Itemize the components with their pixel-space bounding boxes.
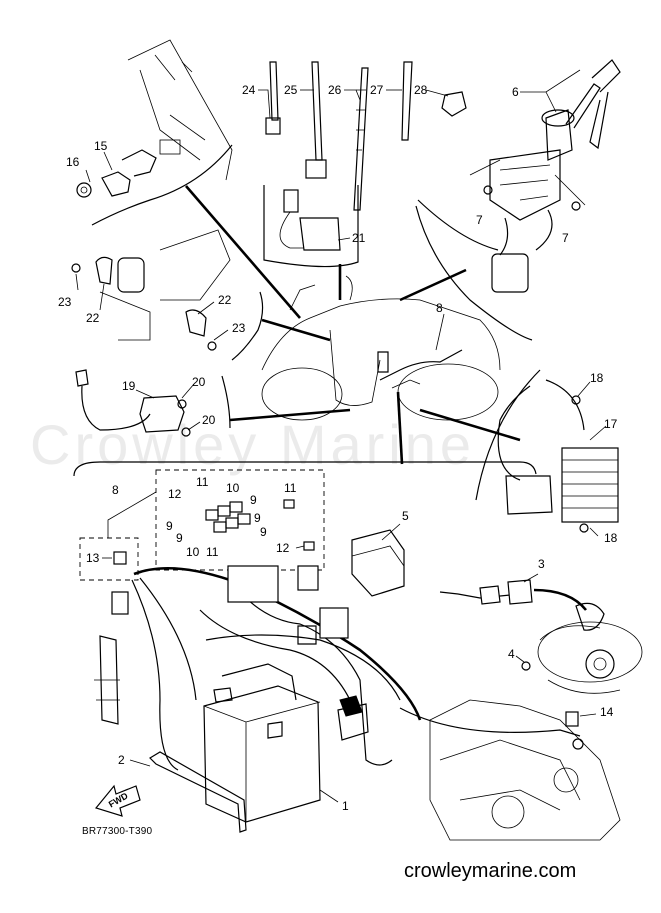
callout-10-a: 10 [226,481,240,495]
callout-6: 6 [512,85,519,99]
callout-18-bottom: 18 [604,531,618,545]
callout-7-left: 7 [476,213,483,227]
callout-16: 16 [66,155,80,169]
callout-20-bottom: 20 [202,413,216,427]
callout-19: 19 [122,379,136,393]
callout-4: 4 [508,647,515,661]
frame-detail-top-left [91,39,233,226]
fuses-9-12 [113,499,315,565]
callout-21: 21 [352,231,366,245]
wire-harness-8 [94,565,422,771]
callout-14: 14 [600,705,614,719]
callout-23-left: 23 [58,295,72,309]
terminal-cover [337,695,369,741]
callout-11-a: 11 [196,475,209,489]
battery-1 [203,663,321,823]
callout-25: 25 [284,83,298,97]
fwd-arrow [94,784,141,817]
connector-21-detail [263,185,359,268]
callout-12-b: 12 [276,541,290,555]
callout-9-d: 9 [176,531,183,545]
callout-1: 1 [342,799,349,813]
site-url[interactable]: crowleymarine.com [404,860,577,882]
callout-24: 24 [242,83,256,97]
section-dividers [73,205,541,501]
cable-ties-24-28 [265,61,467,211]
callout-9-e: 9 [260,525,267,539]
callout-7-right: 7 [562,231,569,245]
callout-22-right: 22 [218,293,232,307]
starter-cable-3 [439,579,605,631]
vehicle-silhouette [261,275,501,421]
engine-sketch [399,699,621,841]
relay-19 [75,369,191,437]
callout-9-c: 9 [254,511,261,525]
callout-leader-lines [75,69,607,803]
screws-7 [483,185,581,211]
detail-leader-lines [185,185,521,465]
callout-20-top: 20 [192,375,206,389]
callout-22-left: 22 [86,311,100,325]
callout-18-top: 18 [590,371,604,385]
diagram-code: BR77300-T390 [82,826,153,837]
callout-12-a: 12 [168,487,182,501]
callout-9-b: 9 [166,519,173,533]
callout-11-c: 11 [206,545,219,559]
callout-9-a: 9 [250,493,257,507]
callout-15: 15 [94,139,108,153]
callout-3: 3 [538,557,545,571]
callout-8-bottom: 8 [112,483,119,497]
callout-13: 13 [86,551,100,565]
callout-28: 28 [414,83,428,97]
battery-band-2 [149,751,247,833]
callout-17: 17 [604,417,618,431]
callout-23-right: 23 [232,321,246,335]
callout-5: 5 [402,509,409,523]
bracket-and-nut-15-16 [76,149,157,198]
watermark: Crowley Marine [30,413,475,476]
brackets-22-and-bolts-23 [71,229,264,361]
callout-26: 26 [328,83,342,97]
callout-8-top: 8 [436,301,443,315]
callout-27: 27 [370,83,384,97]
callout-10-b: 10 [186,545,200,559]
starter-motor [521,621,643,694]
callout-2: 2 [118,753,125,767]
rectifier-regulator-17 [497,379,619,533]
component-5 [351,529,405,597]
callout-11-b: 11 [284,481,297,495]
